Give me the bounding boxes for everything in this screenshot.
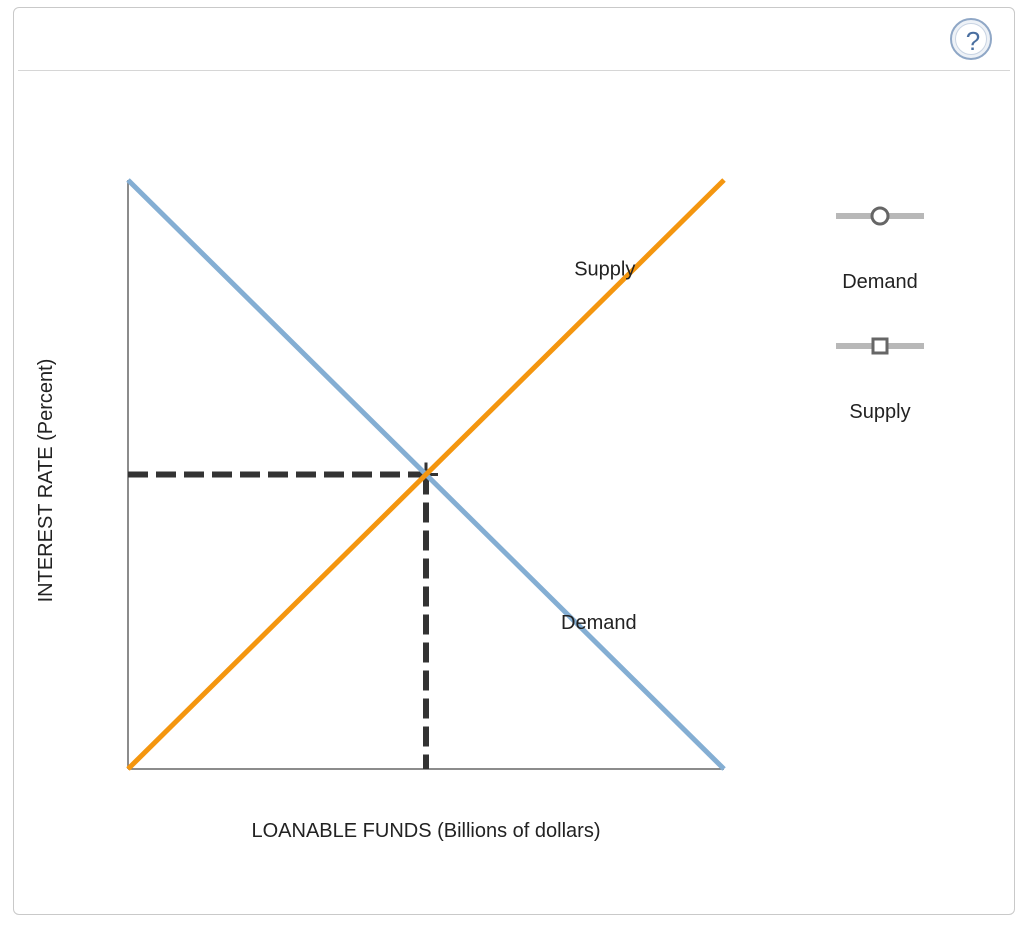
demand-curve-label: Demand: [561, 612, 637, 634]
question-mark-icon: [955, 23, 987, 55]
legend-label: Supply: [849, 401, 910, 423]
help-button[interactable]: ?: [950, 18, 992, 60]
help-glyph-svg: ?: [966, 26, 980, 56]
legend-item-demand[interactable]: Demand: [836, 206, 924, 293]
help-glyph: ?: [966, 26, 980, 56]
panel-header: ?: [18, 8, 1010, 71]
series-lines: [126, 178, 726, 771]
legend-circle-marker: [870, 206, 890, 226]
legend-item-supply[interactable]: Supply: [836, 337, 924, 423]
supply-curve[interactable]: [126, 178, 726, 771]
y-axis-title: INTEREST RATE (Percent): [35, 359, 57, 603]
x-axis-title: LOANABLE FUNDS (Billions of dollars): [252, 820, 601, 842]
legend-label: Demand: [842, 271, 918, 293]
supply-curve-label: Supply: [574, 258, 635, 280]
graph-panel: ?: [13, 7, 1015, 915]
legend-square-marker: [871, 337, 889, 355]
